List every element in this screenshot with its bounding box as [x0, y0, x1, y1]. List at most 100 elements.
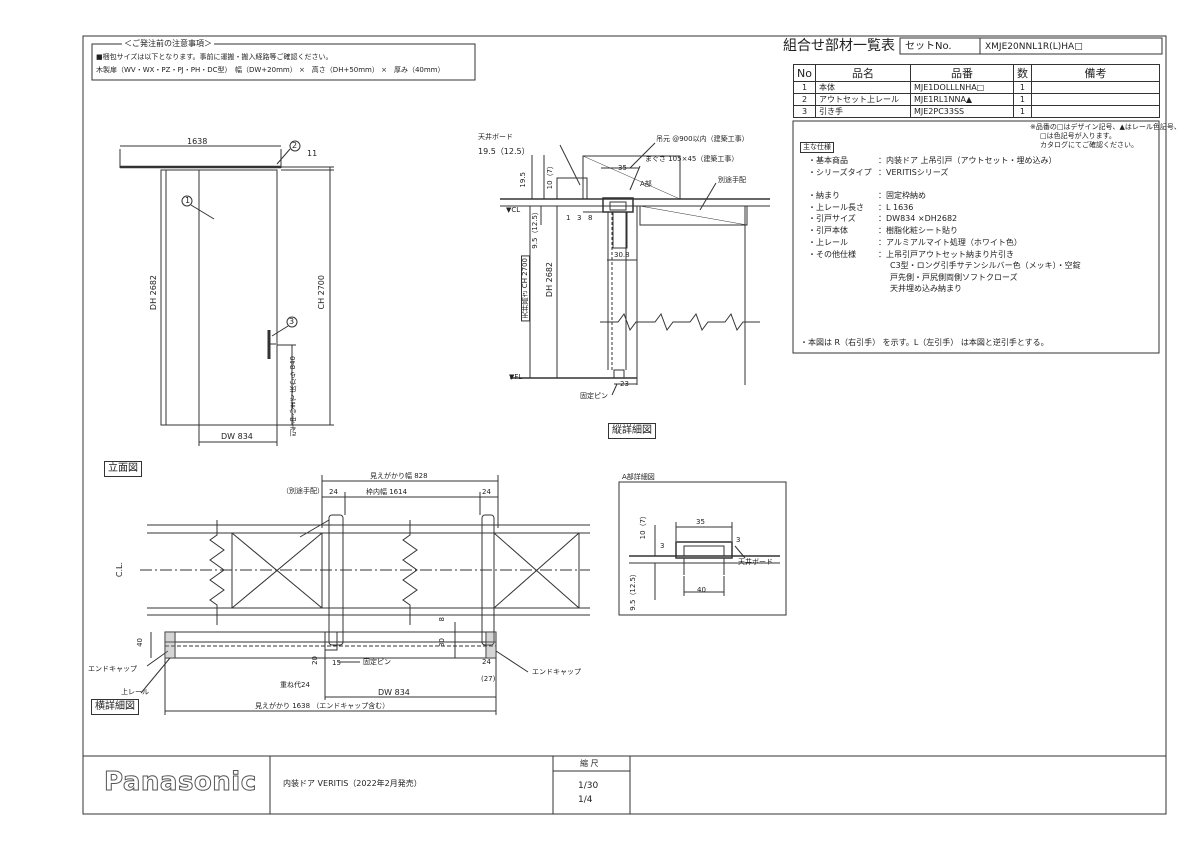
- balloon-1: 1: [185, 196, 191, 205]
- scale-value-1: 1/30: [578, 781, 599, 791]
- spec-extra-line: 戸先側・戸尻側両側ソフトクローズ: [890, 273, 1018, 282]
- vs-d107: 10（7）: [546, 162, 554, 190]
- hs-dw: DW 834: [378, 688, 410, 697]
- da-d95: 9.5（12.5）: [629, 570, 637, 611]
- vs-dh: DH 2682: [545, 262, 554, 298]
- table-header-row: No 品名 品番 数 備考: [793, 64, 1161, 82]
- set-number-value: XMJE20NNL1R(L)HA□: [985, 42, 1083, 52]
- col-note: 備考: [1030, 64, 1161, 82]
- notice-box: [91, 43, 476, 81]
- hs-d24b: 24: [482, 488, 491, 496]
- hs-inner-width: 枠内幅 1614: [366, 488, 408, 496]
- spec-label: ・納まり: [808, 191, 840, 200]
- vs-d23: 23: [620, 380, 629, 388]
- vs-separate: 別途手配: [718, 176, 746, 184]
- vs-d1: 1: [566, 214, 571, 222]
- hs-d15: 15: [332, 659, 341, 667]
- horizontal-section-label: 横詳細図: [91, 699, 139, 715]
- end-cap-fill: [165, 632, 496, 658]
- scale-value-2: 1/4: [578, 795, 593, 805]
- brand-logo: Panasonic: [104, 767, 257, 797]
- row-name: 本体: [814, 81, 911, 94]
- hs-d30: 30: [438, 638, 446, 647]
- vs-cl-mark: ▼CL: [506, 206, 521, 214]
- parts-footnote: ※品番の□はデザイン記号、▲はレール色記号、: [1030, 123, 1181, 131]
- vs-d8: 8: [588, 214, 593, 222]
- row-name: アウトセット上レール: [814, 93, 911, 106]
- spec-value: ：L 1636: [878, 203, 914, 212]
- da-d40: 40: [697, 586, 706, 594]
- notice-line: ■梱包サイズは以下となります。事前に運搬・搬入経路等ご確認ください。: [96, 53, 333, 61]
- spec-value: ：固定枠納め: [878, 191, 926, 200]
- hs-cl: C.L.: [115, 562, 124, 578]
- elevation-label: 立面図: [104, 461, 142, 477]
- spec-note: ・本図は R（右引手） を示す。L（左引手） は本図と逆引手とする。: [800, 338, 1049, 347]
- da-d35: 35: [696, 518, 705, 526]
- spec-label: ・シリーズタイプ: [808, 168, 872, 177]
- hs-d20: 20: [311, 656, 319, 665]
- hs-total-visible: 見えがかり 1638 （エンドキャップ含む）: [255, 702, 390, 710]
- row-note: [1030, 81, 1161, 94]
- parts-footnote: □は色記号が入ります。: [1040, 132, 1116, 140]
- row-code: MJE1DOLLLNHA□: [909, 81, 1014, 94]
- product-name: 内装ドア VERITIS（2022年2月発売）: [283, 779, 422, 788]
- dim-rail-length: 1638: [187, 137, 208, 146]
- vs-board-dim: 19.5（12.5）: [478, 147, 530, 156]
- col-name: 品名: [814, 64, 911, 82]
- row-no: 1: [793, 81, 816, 94]
- specs-box: [792, 120, 1160, 354]
- parts-footnote: カタログにてご確認ください。: [1040, 141, 1138, 149]
- notice-line: 木製扉（WV・WX・PZ・PJ・PH・DC型） 幅（DW+20mm） × 高さ（…: [96, 66, 445, 74]
- spec-value: ：VERITISシリーズ: [878, 168, 949, 177]
- vs-d95: 9.5（12.5）: [531, 208, 539, 249]
- da-d107: 10（7）: [639, 512, 647, 540]
- vs-ceiling-board: 天井ボード: [478, 133, 513, 141]
- spec-label: ・引戸サイズ: [808, 214, 856, 223]
- horizontal-section-view: [140, 475, 590, 715]
- hs-d27: (27): [481, 675, 496, 683]
- vertical-section-view: [500, 142, 770, 396]
- hs-end-cap-left: エンドキャップ: [88, 665, 137, 673]
- balloon-2: 2: [292, 141, 298, 150]
- table-row: 1 本体 MJE1DOLLLNHA□ 1: [793, 81, 1161, 94]
- vs-joist: まぐさ 105×45（建築工事）: [645, 155, 739, 163]
- dim-ch: CH 2700: [317, 275, 326, 310]
- hs-d24a: 24: [329, 488, 338, 496]
- vs-d3: 3: [577, 214, 582, 222]
- da-ceiling-board: 天井ボード: [738, 558, 773, 566]
- row-qty: 1: [1012, 93, 1032, 106]
- set-number-label: セットNo.: [905, 41, 952, 52]
- spec-value: ：アルミアルマイト処理（ホワイト色）: [878, 238, 1022, 247]
- hs-d8: 8: [438, 617, 446, 622]
- table-row: 3 引き手 MJE2PC33SS 1: [793, 105, 1161, 118]
- spec-label: ・上レール: [808, 238, 848, 247]
- row-code: MJE1RL1NNA▲: [909, 93, 1014, 106]
- row-qty: 1: [1012, 105, 1032, 118]
- vs-fl-mark: ▼FL: [509, 373, 523, 381]
- row-note: [1030, 93, 1161, 106]
- da-d3a: 3: [660, 542, 665, 550]
- spec-label: ・その他仕様: [808, 250, 856, 259]
- vs-d195: 19.5: [519, 172, 527, 188]
- spec-value: ：DW834 ×DH2682: [878, 214, 958, 223]
- hs-fixed-pin: 固定ピン: [363, 658, 391, 666]
- spec-label: ・上レール長さ: [808, 203, 864, 212]
- vs-detail-a: A部: [640, 180, 652, 188]
- hs-separate: （別途手配）: [282, 487, 324, 495]
- hs-visible-width: 見えがかり幅 828: [370, 472, 428, 480]
- elevation-view: [119, 140, 334, 446]
- spec-value: ：内装ドア 上吊引戸（アウトセット・埋め込み）: [878, 156, 1057, 165]
- detail-a-label: A部詳細図: [622, 473, 655, 481]
- vs-d35: 35: [618, 164, 627, 172]
- spec-extra-line: 天井埋め込み納まり: [890, 284, 962, 293]
- notice-heading: ＜ご発注前の注意事項＞: [122, 39, 214, 48]
- parts-table: No 品名 品番 数 備考 1 本体 MJE1DOLLLNHA□ 1 2 アウト…: [793, 64, 1161, 118]
- specs-heading: 主な仕様: [800, 142, 834, 153]
- col-qty: 数: [1012, 64, 1032, 82]
- scale-label: 縮 尺: [580, 759, 599, 768]
- hs-end-cap-right: エンドキャップ: [532, 668, 581, 676]
- vs-hanger: 吊元 @900以内（建築工事）: [656, 135, 749, 143]
- vs-ceiling-height: 天井高さ CH 2700: [521, 255, 530, 322]
- spec-value: ：上吊引戸アウトセット納まり片引き: [878, 250, 1014, 259]
